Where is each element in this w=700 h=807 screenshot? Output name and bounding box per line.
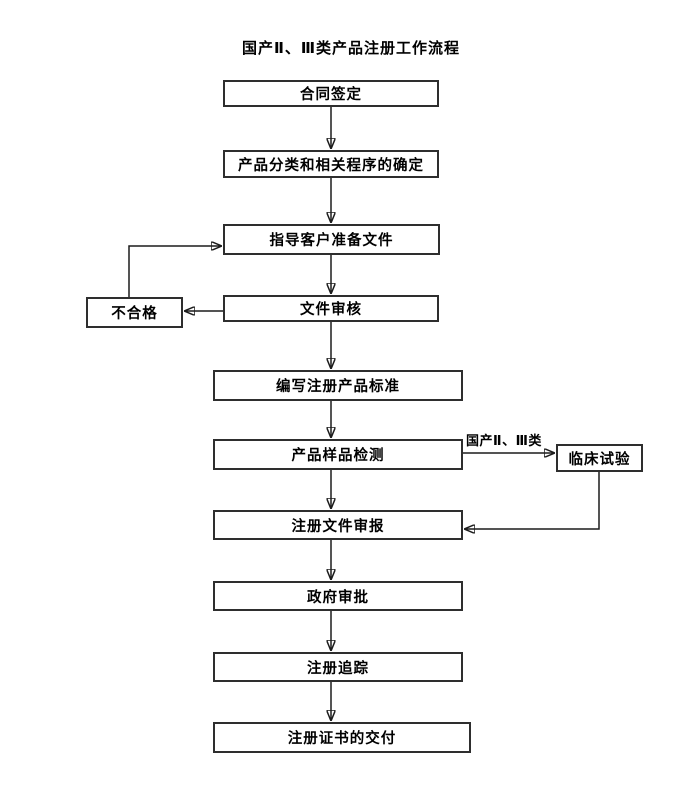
node-registration-submission: 注册文件审报 (213, 510, 463, 540)
node-contract-signing: 合同签定 (223, 80, 439, 107)
node-product-classification: 产品分类和相关程序的确定 (223, 150, 439, 178)
node-write-product-standard: 编写注册产品标准 (213, 370, 463, 401)
node-sample-testing: 产品样品检测 (213, 439, 463, 470)
node-clinical-trial: 临床试验 (556, 444, 643, 472)
node-guide-client-documents: 指导客户准备文件 (223, 224, 440, 255)
flowchart-title: 国产Ⅱ、Ⅲ类产品注册工作流程 (241, 40, 461, 57)
node-registration-tracking: 注册追踪 (213, 652, 463, 682)
node-government-approval: 政府审批 (213, 581, 463, 611)
arrow-clinical-to-submission (465, 472, 600, 529)
node-document-review: 文件审核 (223, 295, 439, 322)
branch-label-domestic-class: 国产Ⅱ、Ⅲ类 (464, 430, 544, 449)
arrow-unqualified-to-guide (128, 246, 221, 297)
node-certificate-delivery: 注册证书的交付 (213, 722, 471, 753)
node-unqualified: 不合格 (86, 297, 183, 328)
